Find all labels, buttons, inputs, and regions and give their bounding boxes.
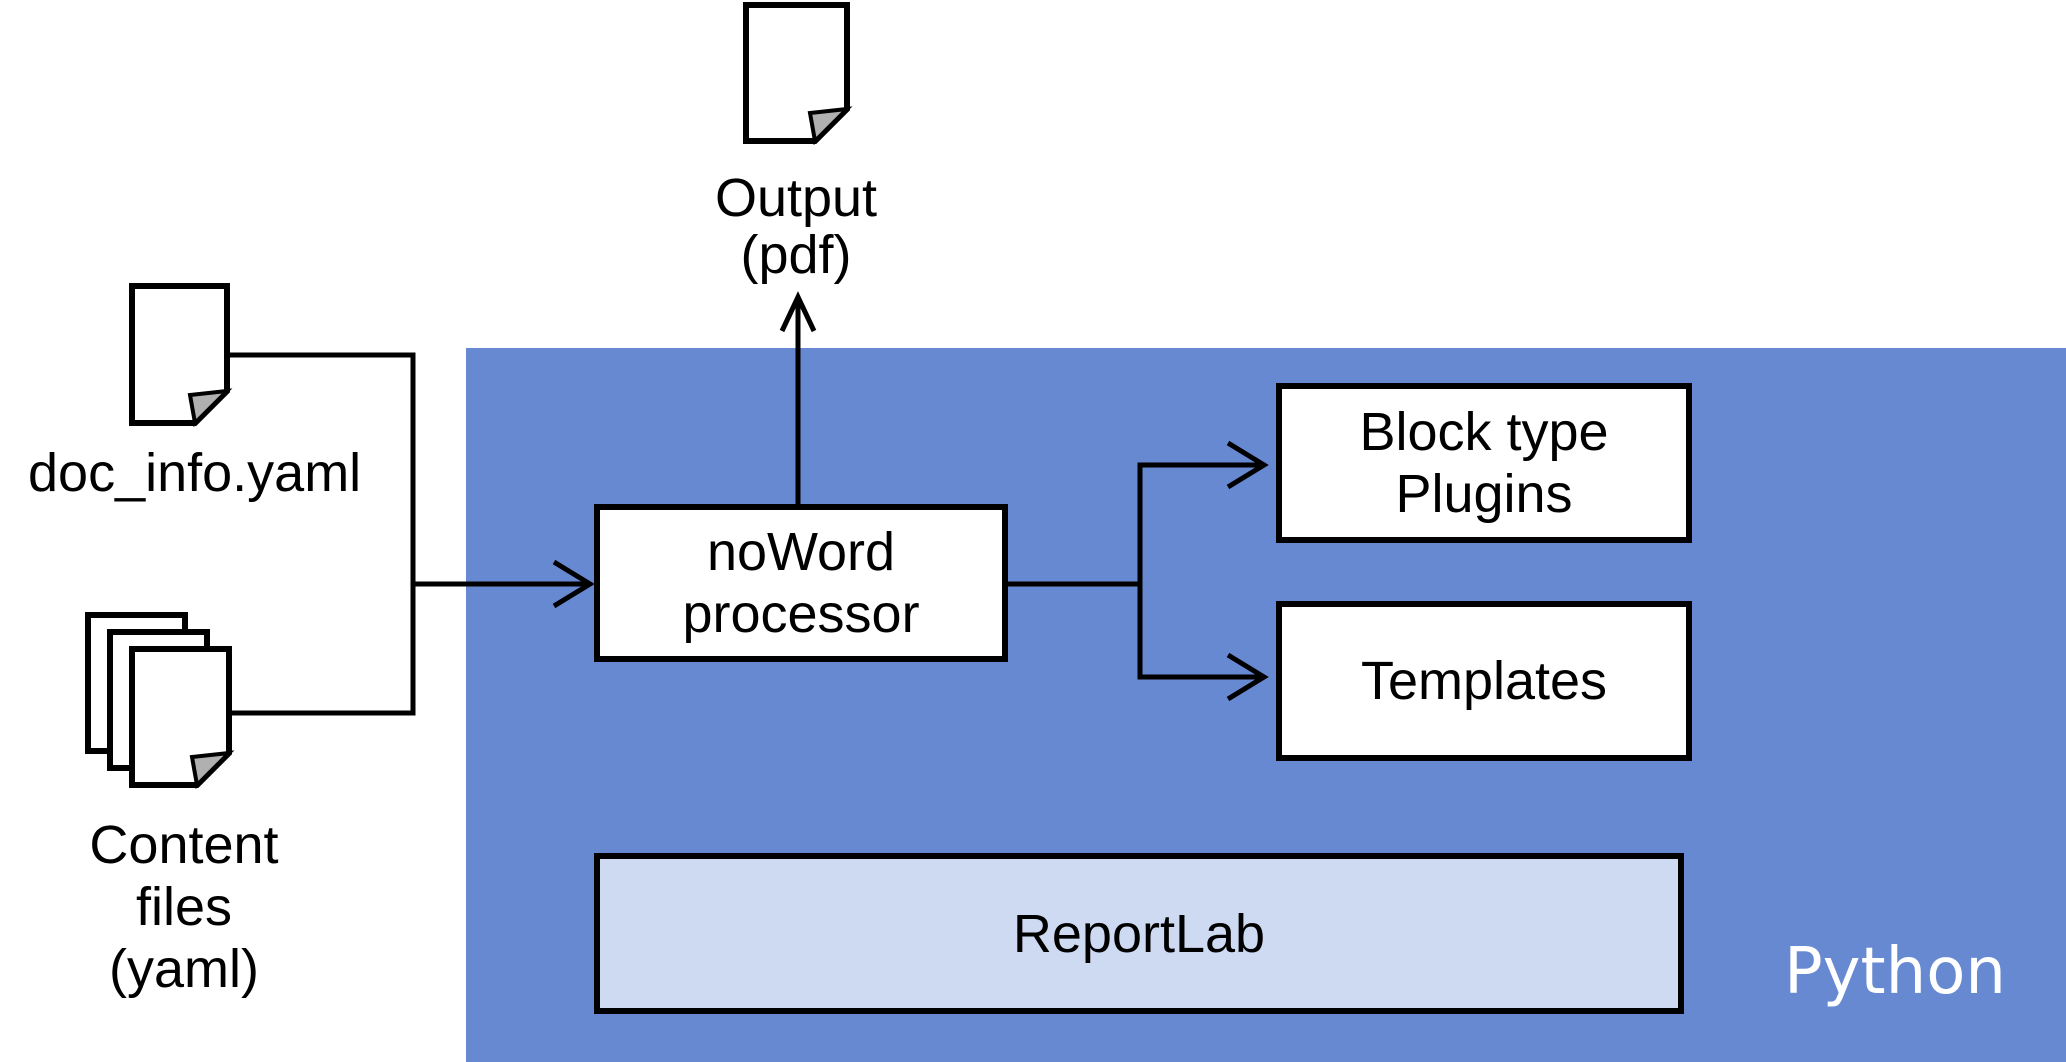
reportlab-label: ReportLab bbox=[1012, 903, 1266, 964]
doc-info-label-text: doc_info.yaml bbox=[28, 443, 362, 503]
reportlab-box: ReportLab bbox=[594, 853, 1684, 1014]
output-label-line2: (pdf) bbox=[740, 225, 852, 285]
content-files-stack-icon bbox=[85, 612, 235, 790]
noword-label-line2: processor bbox=[682, 584, 920, 644]
content-files-label-line1: Content files bbox=[89, 815, 279, 937]
block-plugins-label-line1: Block type bbox=[1359, 402, 1609, 462]
block-plugins-label-line2: Plugins bbox=[1395, 464, 1573, 524]
content-files-label-line2: (yaml) bbox=[109, 939, 259, 999]
plugins-arrowhead bbox=[1226, 440, 1269, 490]
templates-label: Templates bbox=[1360, 651, 1608, 711]
templates-arrowhead bbox=[1226, 652, 1269, 702]
output-document-icon bbox=[743, 2, 853, 146]
content-files-label: Content files (yaml) bbox=[34, 814, 334, 1000]
input-arrowhead bbox=[552, 559, 595, 609]
doc-info-label: doc_info.yaml bbox=[28, 443, 362, 503]
doc-info-document-icon bbox=[129, 283, 233, 428]
output-arrowhead bbox=[779, 291, 817, 333]
block-type-plugins-box: Block type Plugins bbox=[1276, 383, 1692, 543]
output-label-line1: Output bbox=[714, 168, 878, 228]
output-label: Output (pdf) bbox=[646, 170, 946, 284]
python-region-label: Python bbox=[1784, 935, 2006, 1009]
noword-label-line1: noWord bbox=[706, 522, 896, 582]
templates-box: Templates bbox=[1276, 601, 1692, 761]
noword-processor-box: noWord processor bbox=[594, 504, 1008, 662]
stack-front-document bbox=[129, 646, 235, 790]
